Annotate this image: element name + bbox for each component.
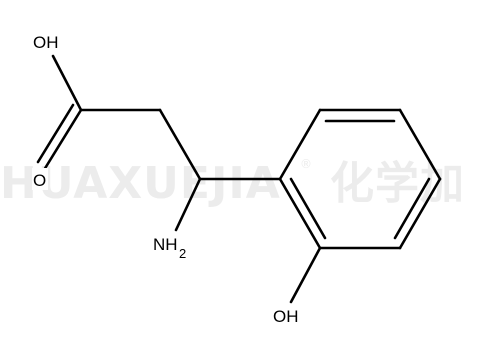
bond-c3-n [174, 177, 202, 232]
atom-label-amine-subscript: 2 [179, 246, 186, 261]
atom-label-oh-acid: OH [33, 33, 59, 52]
watermark-registered-mark: ® [300, 157, 312, 171]
label-bg-amine [152, 232, 190, 262]
label-bg-oh-acid [31, 30, 59, 52]
atom-labels: OH O NH 2 OH [31, 30, 300, 326]
label-bg-o-carbonyl [32, 168, 48, 190]
bond-c2-c3 [158, 108, 202, 181]
bonds [36, 54, 442, 304]
bond-c1-o-double-a [42, 108, 83, 172]
atom-label-o-carbonyl: O [33, 171, 46, 190]
watermark: HUAXUEJIA ® 化学加 [0, 157, 465, 209]
ring-inner-double-right [393, 177, 431, 240]
bond-ring-oh [289, 246, 322, 304]
ring-bond-4 [398, 177, 442, 250]
ring-bond-6 [278, 177, 322, 250]
ring-bond-1 [278, 108, 322, 181]
atom-label-oh-phenol: OH [273, 307, 299, 326]
label-bg-oh-phenol [272, 304, 300, 326]
bond-c1-oh [51, 54, 83, 112]
bond-c1-o-double-b [36, 103, 75, 164]
ring-bond-3 [398, 108, 442, 181]
ring-inner-double-left [289, 177, 327, 240]
watermark-brand-cjk: 化学加 [330, 158, 465, 209]
atom-label-amine: NH [153, 235, 178, 254]
